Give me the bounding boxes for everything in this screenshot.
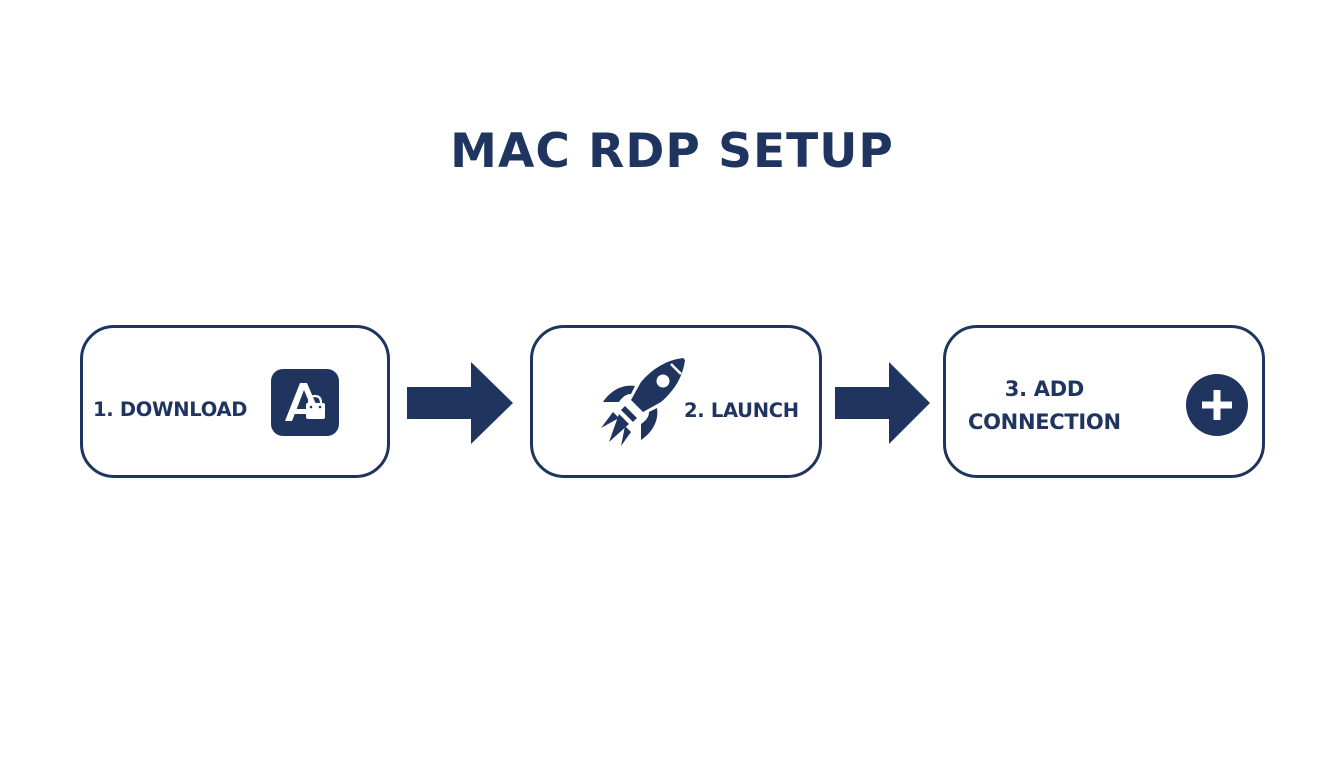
plus-circle-icon	[1186, 374, 1248, 436]
step-download: 1. DOWNLOAD	[80, 325, 390, 478]
diagram-title: MAC RDP SETUP	[450, 124, 894, 179]
step-launch: 2. LAUNCH	[530, 325, 822, 478]
step-launch-label: 2. LAUNCH	[684, 399, 799, 422]
arrow-right-icon	[835, 362, 930, 444]
app-store-glyph	[285, 383, 325, 421]
arrow-right-icon	[407, 362, 513, 444]
step-add-connection-label-line-2: CONNECTION	[968, 410, 1121, 434]
step-add-connection-label-line-1: 3. ADD	[1004, 377, 1085, 401]
rocket-icon	[601, 358, 685, 446]
app-store-icon	[271, 369, 339, 436]
step-download-label: 1. DOWNLOAD	[93, 398, 248, 421]
step-add-connection: 3. ADD CONNECTION	[943, 325, 1265, 478]
step-add-connection-label: 3. ADD CONNECTION	[968, 373, 1121, 439]
